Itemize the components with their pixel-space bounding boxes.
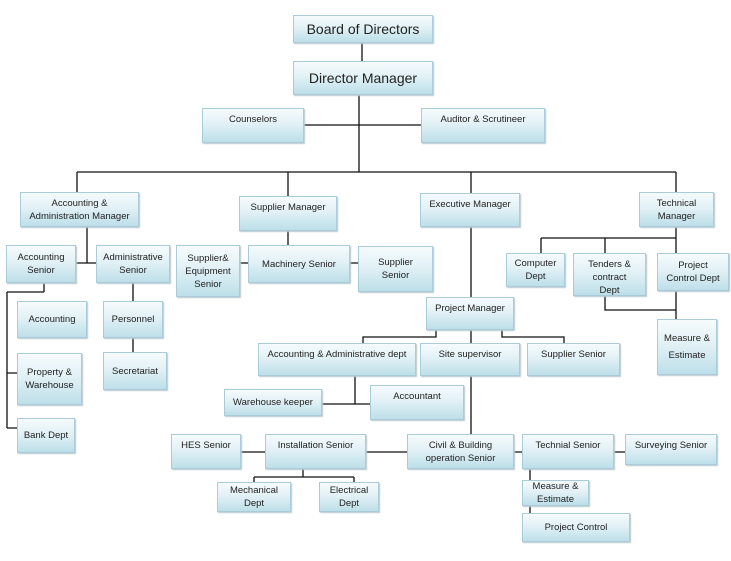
electrical-dept-box: Electrical Dept — [319, 482, 379, 512]
supplier-equipment-senior-box: Supplier& Equipment Senior — [176, 245, 240, 297]
tenders-contract-dept-box: Tenders & contract Dept — [573, 253, 646, 296]
bank-dept-box: Bank Dept — [17, 418, 75, 453]
board-of-directors-box: Board of Directors — [293, 15, 433, 43]
accounting-box: Accounting — [17, 301, 87, 338]
warehouse-keeper-box: Warehouse keeper — [224, 389, 322, 416]
installation-senior-box: Installation Senior — [265, 434, 366, 469]
accounting-administration-manager-box: Accounting & Administration Manager — [20, 192, 139, 227]
measure-estimate-box: Measure & Estimate — [522, 480, 589, 506]
machinery-senior-box: Machinery Senior — [248, 245, 350, 283]
site-supervisor-box: Site supervisor — [420, 343, 520, 376]
executive-manager-box: Executive Manager — [420, 193, 520, 227]
secretariat-box: Secretariat — [103, 352, 167, 390]
project-control-box: Project Control — [522, 513, 630, 542]
accountant-box: Accountant — [370, 385, 464, 420]
mechanical-dept-box: Mechanical Dept — [217, 482, 291, 512]
supplier-senior-box: Supplier Senior — [527, 343, 620, 376]
civil-building-operation-senior-box: Civil & Building operation Senior — [407, 434, 514, 469]
surveying-senior-box: Surveying Senior — [625, 434, 717, 465]
hes-senior-box: HES Senior — [171, 434, 241, 469]
auditor-box: Auditor & Scrutineer — [421, 108, 545, 143]
project-control-dept-box: Project Control Dept — [657, 253, 729, 291]
measure-estimate-box: Measure & Estimate — [657, 319, 717, 375]
administrative-senior-box: Administrative Senior — [96, 245, 170, 283]
technical-manager-box: Technical Manager — [639, 192, 714, 227]
supplier-senior-box: Supplier Senior — [358, 246, 433, 292]
accounting-senior-box: Accounting Senior — [6, 245, 76, 283]
project-manager-box: Project Manager — [426, 297, 514, 330]
personnel-box: Personnel — [103, 301, 163, 338]
counselors-box: Counselors — [202, 108, 304, 143]
computer-dept-box: Computer Dept — [506, 253, 565, 287]
director-manager-box: Director Manager — [293, 61, 433, 95]
supplier-manager-box: Supplier Manager — [239, 196, 337, 231]
technial-senior-box: Technial Senior — [522, 434, 614, 469]
accounting-administrative-dept-box: Accounting & Administrative dept — [258, 343, 416, 376]
property-warehouse-box: Property & Warehouse — [17, 353, 82, 405]
